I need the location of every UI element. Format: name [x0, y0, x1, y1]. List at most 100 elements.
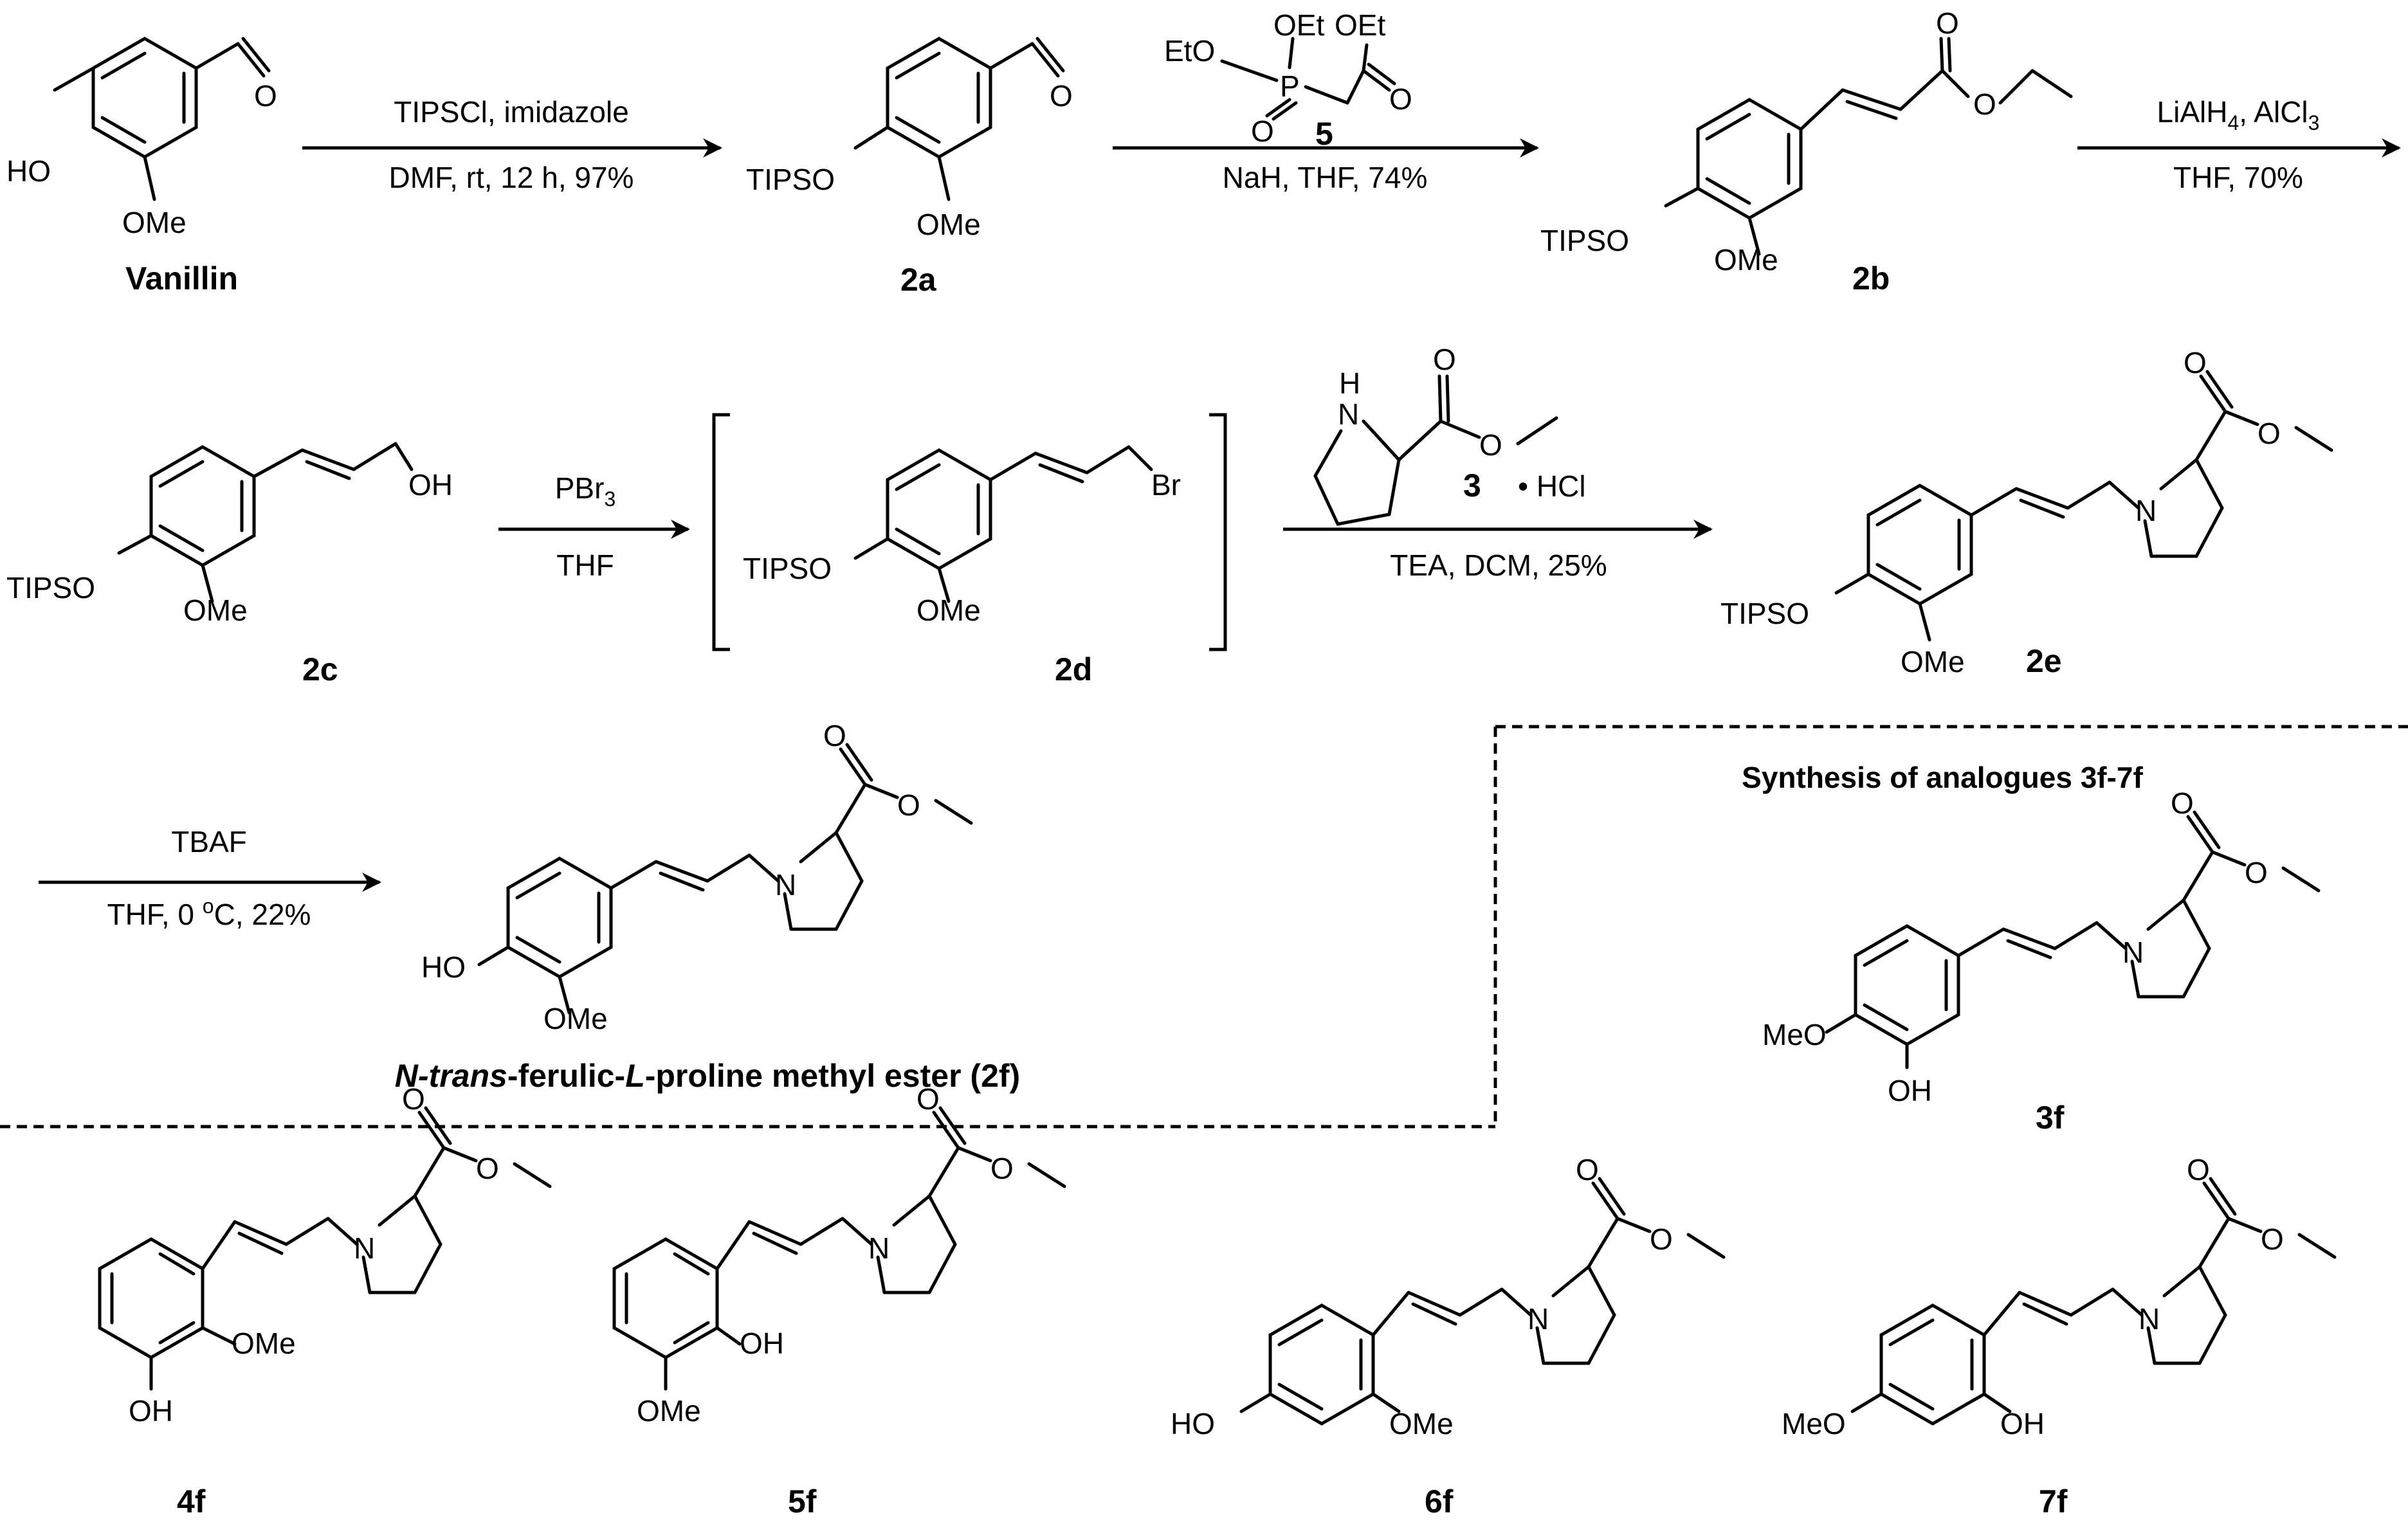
condition-step6-above: TBAF	[171, 825, 247, 858]
atom-n: N	[1338, 397, 1359, 431]
atom-o: O	[476, 1152, 499, 1185]
atom-o: O	[1389, 82, 1412, 116]
atom-oh: OH	[740, 1327, 784, 1360]
condition-step1-below: DMF, rt, 12 h, 97%	[389, 161, 634, 194]
atom-ome: OMe	[637, 1394, 701, 1428]
structure-5f	[612, 1106, 1066, 1391]
compound-label-3f: 3f	[2036, 1100, 2065, 1136]
atom-n: N	[354, 1231, 375, 1265]
atom-h: H	[1339, 367, 1360, 400]
atom-o: O	[1936, 6, 1959, 40]
compound-label-2c: 2c	[302, 651, 338, 687]
atom-ome: OMe	[917, 208, 981, 241]
atom-oh: OH	[2000, 1407, 2045, 1440]
atom-meo: MeO	[1782, 1407, 1846, 1440]
condition-step4-above: PBr3	[555, 471, 616, 511]
atom-ome: OMe	[183, 594, 248, 627]
atom-ome: OMe	[232, 1327, 296, 1360]
structure-reagent-5	[1220, 37, 1396, 121]
atom-o: O	[2258, 417, 2281, 450]
atom-o: O	[1251, 114, 1274, 148]
atom-o: O	[2187, 1153, 2210, 1186]
atom-o: O	[1576, 1153, 1599, 1186]
atom-oh: OH	[408, 468, 453, 502]
atom-o: O	[2171, 786, 2194, 820]
condition-step5-below: TEA, DCM, 25%	[1390, 549, 1607, 582]
analogue-section-divider	[0, 725, 2408, 1129]
compound-label-7f: 7f	[2039, 1483, 2068, 1519]
atom-tipso: TIPSO	[1720, 597, 1809, 630]
structure-reagent-3	[1313, 374, 1558, 526]
atom-n: N	[868, 1231, 889, 1265]
atom-n: N	[2139, 1302, 2160, 1336]
atom-oh: OH	[129, 1394, 173, 1428]
structure-2d	[853, 445, 1153, 603]
atom-n: N	[775, 868, 796, 902]
atom-ome: OMe	[543, 1002, 608, 1035]
atom-oet: OEt	[1273, 8, 1324, 42]
atom-oh: OH	[1888, 1074, 1932, 1107]
atom-n: N	[2135, 494, 2157, 527]
atom-o: O	[1650, 1222, 1673, 1256]
structure-6f	[1239, 1177, 1726, 1426]
atom-p: P	[1280, 69, 1300, 103]
atom-o: O	[1050, 79, 1073, 113]
atom-ho: HO	[6, 154, 51, 188]
atom-o: O	[990, 1152, 1014, 1185]
atom-o: O	[2261, 1222, 2284, 1256]
atom-br: Br	[1151, 468, 1181, 502]
atom-o: O	[897, 788, 920, 822]
atom-o: O	[2245, 856, 2268, 889]
bracket-intermediate	[712, 413, 1227, 651]
atom-tipso: TIPSO	[6, 571, 95, 604]
condition-step1-above: TIPSCl, imidazole	[394, 95, 629, 129]
structure-3f	[1825, 810, 2321, 1069]
condition-step6-below: THF, 0 oC, 22%	[107, 894, 311, 931]
compound-label-2a: 2a	[900, 262, 937, 298]
condition-step5-salt: • HCl	[1518, 469, 1586, 503]
atom-o: O	[1433, 343, 1456, 376]
atom-o: O	[1973, 87, 1996, 121]
compound-label-4f: 4f	[177, 1483, 206, 1519]
atom-ome: OMe	[1901, 645, 1965, 678]
compound-label-2b: 2b	[1852, 260, 1890, 296]
atom-o: O	[402, 1082, 425, 1116]
condition-step3-below: THF, 70%	[2173, 161, 2303, 194]
compound-label-2e: 2e	[2026, 643, 2062, 679]
atom-oet: OEt	[1335, 8, 1385, 42]
structure-2a	[853, 37, 1065, 201]
atom-tipso: TIPSO	[1540, 224, 1629, 257]
atom-n: N	[2122, 936, 2144, 969]
atom-ho: HO	[421, 950, 466, 984]
structure-2e	[1834, 370, 2333, 642]
atom-o: O	[823, 719, 846, 752]
structure-2b	[1664, 37, 2073, 256]
atom-o: O	[2184, 346, 2207, 379]
atom-o: O	[1479, 428, 1502, 462]
condition-step4-below: THF	[556, 549, 614, 582]
atom-n: N	[1528, 1302, 1549, 1336]
atom-o: O	[254, 79, 277, 113]
structure-4f	[98, 1106, 552, 1391]
atom-o: O	[917, 1082, 940, 1116]
compound-label-5: 5	[1315, 116, 1333, 152]
structure-2f	[477, 743, 973, 1015]
atom-tipso: TIPSO	[743, 552, 832, 585]
condition-step3-above: LiAlH4, AlCl3	[2157, 95, 2320, 134]
atom-eto: EtO	[1164, 34, 1215, 68]
atom-meo: MeO	[1762, 1018, 1827, 1051]
atom-ho: HO	[1171, 1407, 1215, 1440]
atom-ome: OMe	[122, 206, 187, 239]
compound-label-vanillin: Vanillin	[125, 260, 238, 296]
atom-ome: OMe	[1389, 1407, 1454, 1440]
atom-tipso: TIPSO	[746, 163, 835, 196]
compound-label-6f: 6f	[1425, 1483, 1454, 1519]
compound-label-2d: 2d	[1055, 651, 1092, 687]
condition-step2-below: NaH, THF, 74%	[1223, 161, 1428, 194]
structure-2c	[117, 442, 414, 603]
structure-vanillin	[53, 37, 271, 201]
atom-ome: OMe	[1714, 243, 1778, 277]
atom-ome: OMe	[917, 594, 981, 627]
compound-label-5f: 5f	[788, 1483, 817, 1519]
